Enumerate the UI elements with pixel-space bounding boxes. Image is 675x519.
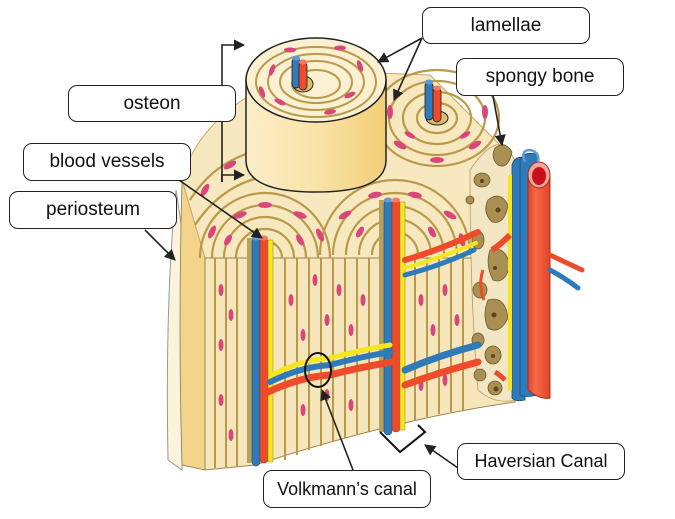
leader-lines bbox=[144, 37, 506, 471]
periosteal-vessels bbox=[490, 148, 585, 402]
haversian-vessels-left bbox=[251, 235, 274, 467]
label-haversian-canal: Haversian Canal bbox=[457, 443, 625, 480]
volkmann-vessels bbox=[264, 229, 482, 396]
label-lamellae: lamellae bbox=[422, 7, 590, 44]
volkmann-canal-marker bbox=[304, 352, 332, 388]
label-volkmanns-canal: Volkmann’s canal bbox=[263, 470, 431, 508]
haversian-vessels-right bbox=[383, 197, 406, 436]
spongy-bone-region bbox=[465, 143, 516, 402]
bone-front-face bbox=[204, 200, 516, 471]
haversian-canal-bracket bbox=[379, 424, 427, 454]
label-blood-vessels: blood vessels bbox=[23, 143, 191, 181]
osteon-cylinder bbox=[245, 37, 387, 193]
label-osteon: osteon bbox=[68, 85, 236, 122]
label-periosteum: periosteum bbox=[9, 191, 177, 229]
haversian-vessels-top bbox=[424, 79, 449, 126]
label-spongy-bone: spongy bone bbox=[456, 58, 624, 96]
